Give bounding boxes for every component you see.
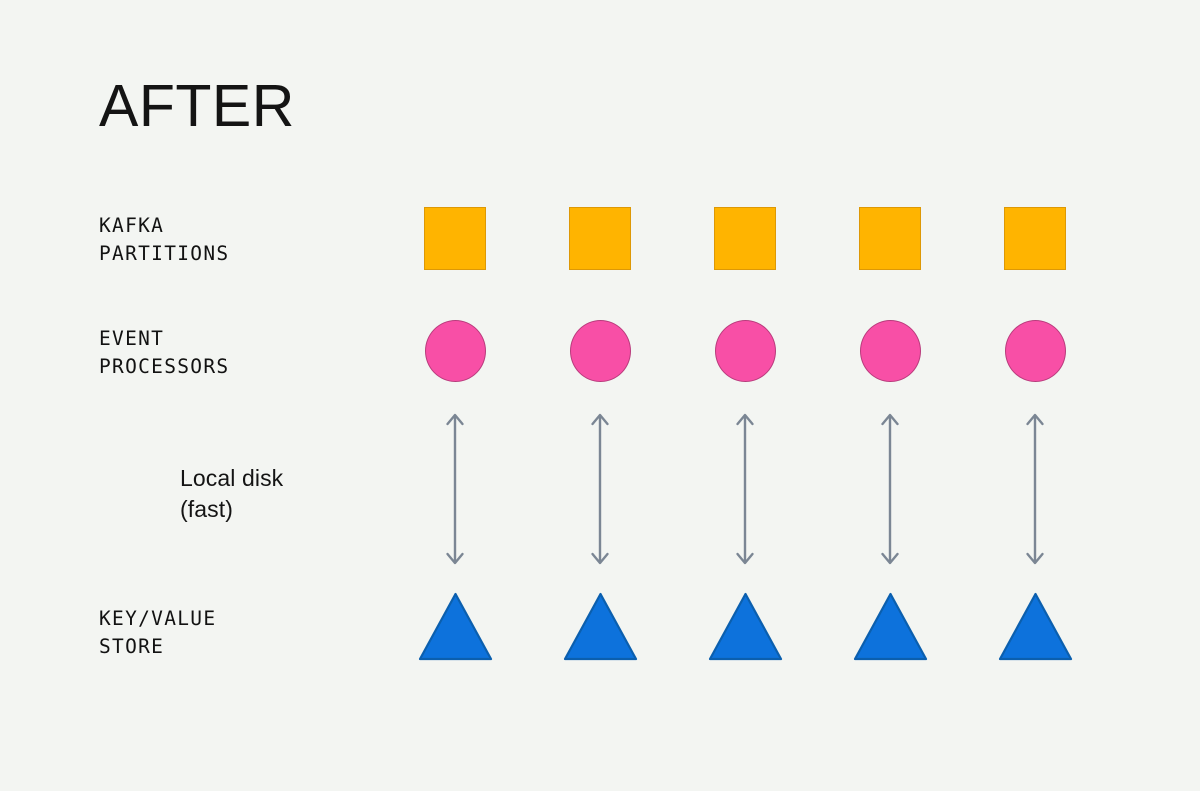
kafka-partition-square: [569, 207, 631, 270]
kafka-partition-square: [714, 207, 776, 270]
event-processor-circle: [860, 320, 921, 382]
key-value-store-triangle: [853, 592, 928, 661]
local-disk-double-arrow-icon: [1023, 410, 1047, 568]
key-value-store-triangle: [418, 592, 493, 661]
event-processor-circle: [425, 320, 486, 382]
local-disk-double-arrow-icon: [443, 410, 467, 568]
row-label-key-value-store: KEY/VALUE STORE: [99, 607, 217, 658]
key-value-store-triangle: [708, 592, 783, 661]
event-processor-circle: [715, 320, 776, 382]
page-title: AFTER: [99, 73, 295, 139]
local-disk-double-arrow-icon: [733, 410, 757, 568]
row-label-kafka-partitions: KAFKA PARTITIONS: [99, 214, 230, 265]
key-value-store-triangle: [563, 592, 638, 661]
event-processor-circle: [1005, 320, 1066, 382]
row-label-local-disk: Local disk (fast): [180, 465, 284, 522]
local-disk-double-arrow-icon: [588, 410, 612, 568]
key-value-store-triangle: [998, 592, 1073, 661]
kafka-partition-square: [1004, 207, 1066, 270]
row-label-event-processors: EVENT PROCESSORS: [99, 327, 230, 378]
local-disk-double-arrow-icon: [878, 410, 902, 568]
kafka-partition-square: [424, 207, 486, 270]
kafka-partition-square: [859, 207, 921, 270]
event-processor-circle: [570, 320, 631, 382]
